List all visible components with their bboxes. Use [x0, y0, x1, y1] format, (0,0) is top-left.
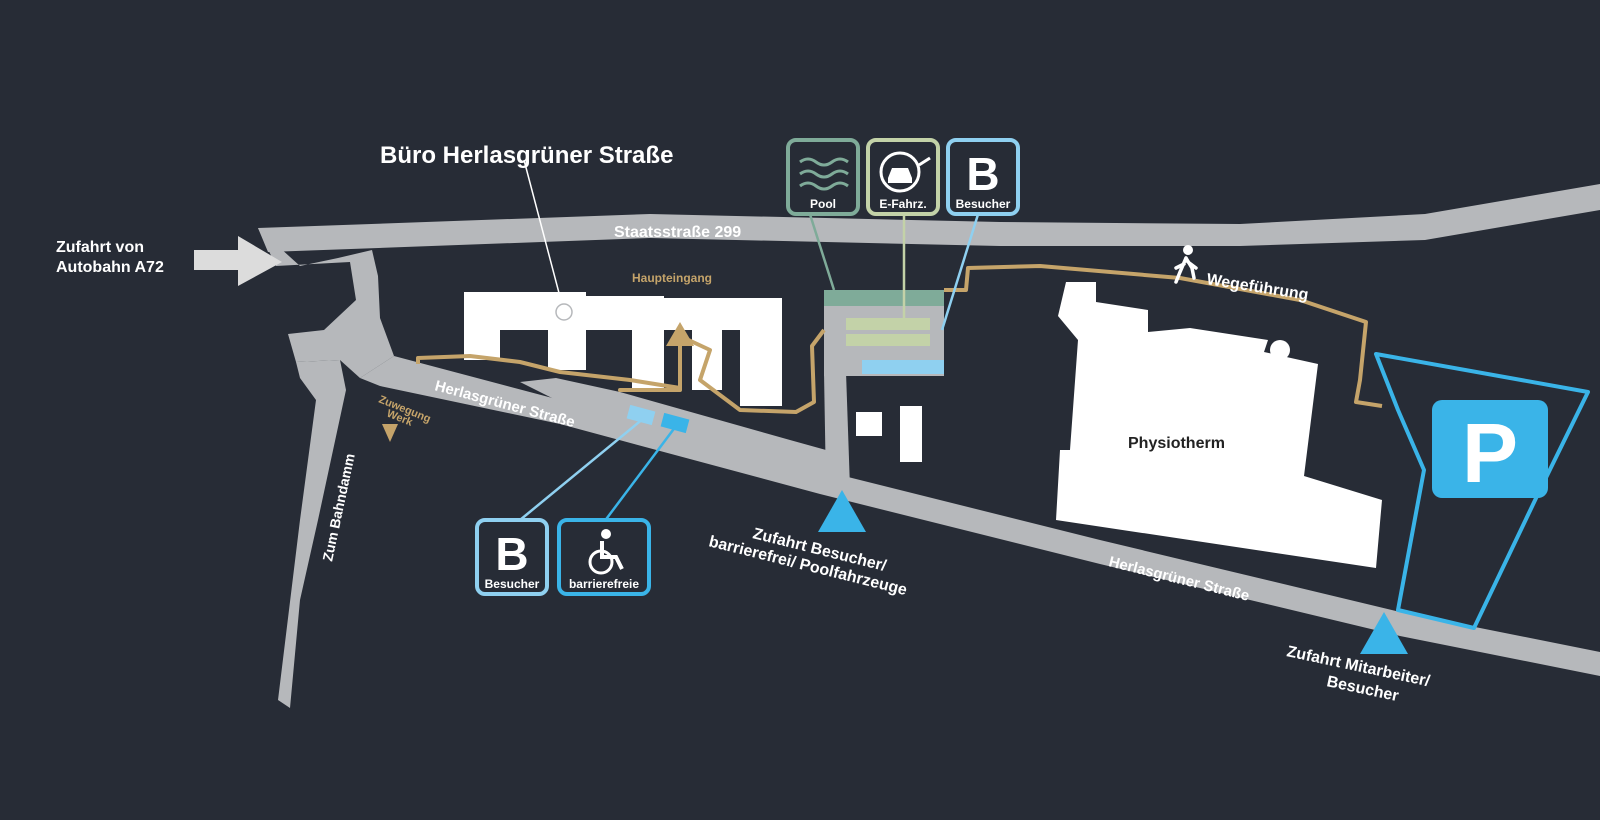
ev-icon-box: E-Fahrz.: [866, 138, 940, 216]
visitor-top-icon-box: B Besucher: [946, 138, 1020, 216]
staff-entry-arrow: [1360, 612, 1408, 654]
visitor-parking-icon: B: [966, 148, 999, 200]
visitor-entry-arrow: [818, 490, 866, 532]
parking-glyph: P: [1462, 406, 1518, 500]
office-marker: [555, 303, 573, 321]
accessible-label: barrierefreie: [569, 577, 639, 591]
motorway-entry-arrow: [194, 236, 282, 286]
bahndamm-road: [278, 360, 346, 708]
physiotherm-label: Physiotherm: [1128, 435, 1225, 452]
pool-connector: [806, 207, 836, 291]
accessible-icon-box: barrierefreie: [557, 518, 651, 596]
visitor-bottom-label: Besucher: [485, 577, 540, 591]
parking-icon: [1432, 400, 1548, 498]
wheelchair-icon: [588, 529, 624, 575]
visitor-bottom-connector: [519, 417, 645, 521]
visitor-top-label: Besucher: [956, 197, 1011, 211]
visitor-spot-bottom: [626, 404, 656, 426]
office-label: Büro Herlasgrüner Straße: [380, 142, 673, 169]
accessible-spot-bottom: [660, 412, 690, 434]
visitor-access-road: [824, 372, 850, 488]
pedestrian-icon: [1174, 245, 1198, 284]
physiotherm-building: [1056, 282, 1382, 568]
walkway-path: [416, 328, 826, 414]
visitor-bottom-icon-box: B Besucher: [475, 518, 549, 596]
pool-label: Pool: [810, 197, 836, 211]
ev-label: E-Fahrz.: [879, 197, 926, 211]
main-entrance-arrow: [666, 322, 694, 346]
pool-waves-icon: [799, 157, 849, 191]
walkway-label: Wegeführung: [1205, 271, 1309, 304]
ev-parking-spots-2: [846, 334, 930, 346]
small-building-1: [856, 412, 882, 436]
visitor-top-connector: [940, 207, 982, 331]
office-pointer-line: [523, 159, 565, 313]
state-road-label: Staatsstraße 299: [614, 224, 741, 241]
visitor-parking-spots: [862, 360, 944, 374]
main-entrance-label: Haupteingang: [632, 271, 712, 285]
small-building-2: [900, 406, 922, 462]
visitor-parking-icon: B: [495, 528, 528, 580]
ev-parking-spots-1: [846, 318, 930, 330]
motorway-access-label-1: Zufahrt von: [56, 239, 144, 256]
walkway-path-east: [944, 264, 1383, 408]
state-road-299: [258, 184, 1600, 252]
pool-icon-box: Pool: [786, 138, 860, 216]
accessible-connector: [603, 425, 677, 523]
motorway-access-label-2: Autobahn A72: [56, 259, 164, 276]
ev-charging-icon: [879, 151, 931, 193]
works-access-arrow: [382, 424, 398, 442]
staff-parking-outline: [1374, 352, 1590, 630]
pool-parking-spots: [824, 290, 944, 306]
physiotherm-tower: [1270, 340, 1290, 360]
access-loop-road: [258, 228, 394, 378]
